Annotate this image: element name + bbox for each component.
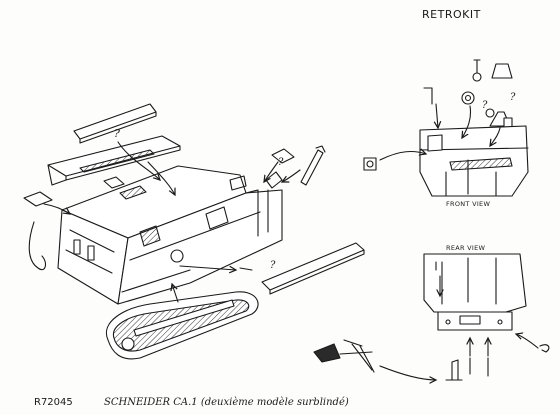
rail-bar-part <box>261 242 365 295</box>
small-plate-left <box>23 191 53 207</box>
arrow-front-3 <box>490 127 501 146</box>
question-mark-bar: ? <box>270 260 276 271</box>
track-unit <box>105 291 259 360</box>
question-mark-front-2: ? <box>510 92 516 103</box>
arrow-plate <box>147 161 175 195</box>
kit-title: SCHNEIDER CA.1 (deuxième modèle surblind… <box>104 397 349 408</box>
front-view-inset: ? ? FRONT VIEW <box>419 59 529 208</box>
brand-name: RETROKIT <box>422 8 481 21</box>
bracket-part <box>265 171 283 189</box>
front-view-label: FRONT VIEW <box>446 200 490 208</box>
arrow-track <box>172 284 179 303</box>
tow-cable <box>28 221 47 271</box>
small-plate-right <box>271 148 295 164</box>
arrow-mudflap <box>379 365 436 380</box>
question-mark-front-1: ? <box>482 100 488 111</box>
periscope-part <box>300 145 326 186</box>
arrow-hook <box>516 334 539 349</box>
arrow-front-2 <box>462 105 472 138</box>
arrow-small-plate <box>43 203 70 214</box>
cup-part <box>363 157 377 171</box>
kit-code: R72045 <box>34 397 73 408</box>
arrow-bar <box>179 265 236 270</box>
small-plate-top <box>103 176 125 189</box>
rear-view-label: REAR VIEW <box>446 244 486 252</box>
question-mark-roof: ? <box>114 127 120 140</box>
hook-part <box>539 344 550 353</box>
rear-view-inset: REAR VIEW <box>423 244 527 331</box>
bar-pin <box>239 267 253 271</box>
mudflap-part <box>313 339 375 373</box>
upper-armor-plate <box>47 135 181 186</box>
question-mark-bracket: ? <box>278 157 284 168</box>
arrow-roof <box>117 141 160 180</box>
arrow-periscope <box>282 169 301 182</box>
arrow-front-1 <box>436 103 438 128</box>
arrow-right-plate <box>264 161 279 182</box>
rear-post-parts <box>445 357 489 381</box>
arrow-cup <box>379 152 426 161</box>
tank-hull <box>57 165 283 305</box>
roof-plate-part: ? <box>73 103 157 144</box>
